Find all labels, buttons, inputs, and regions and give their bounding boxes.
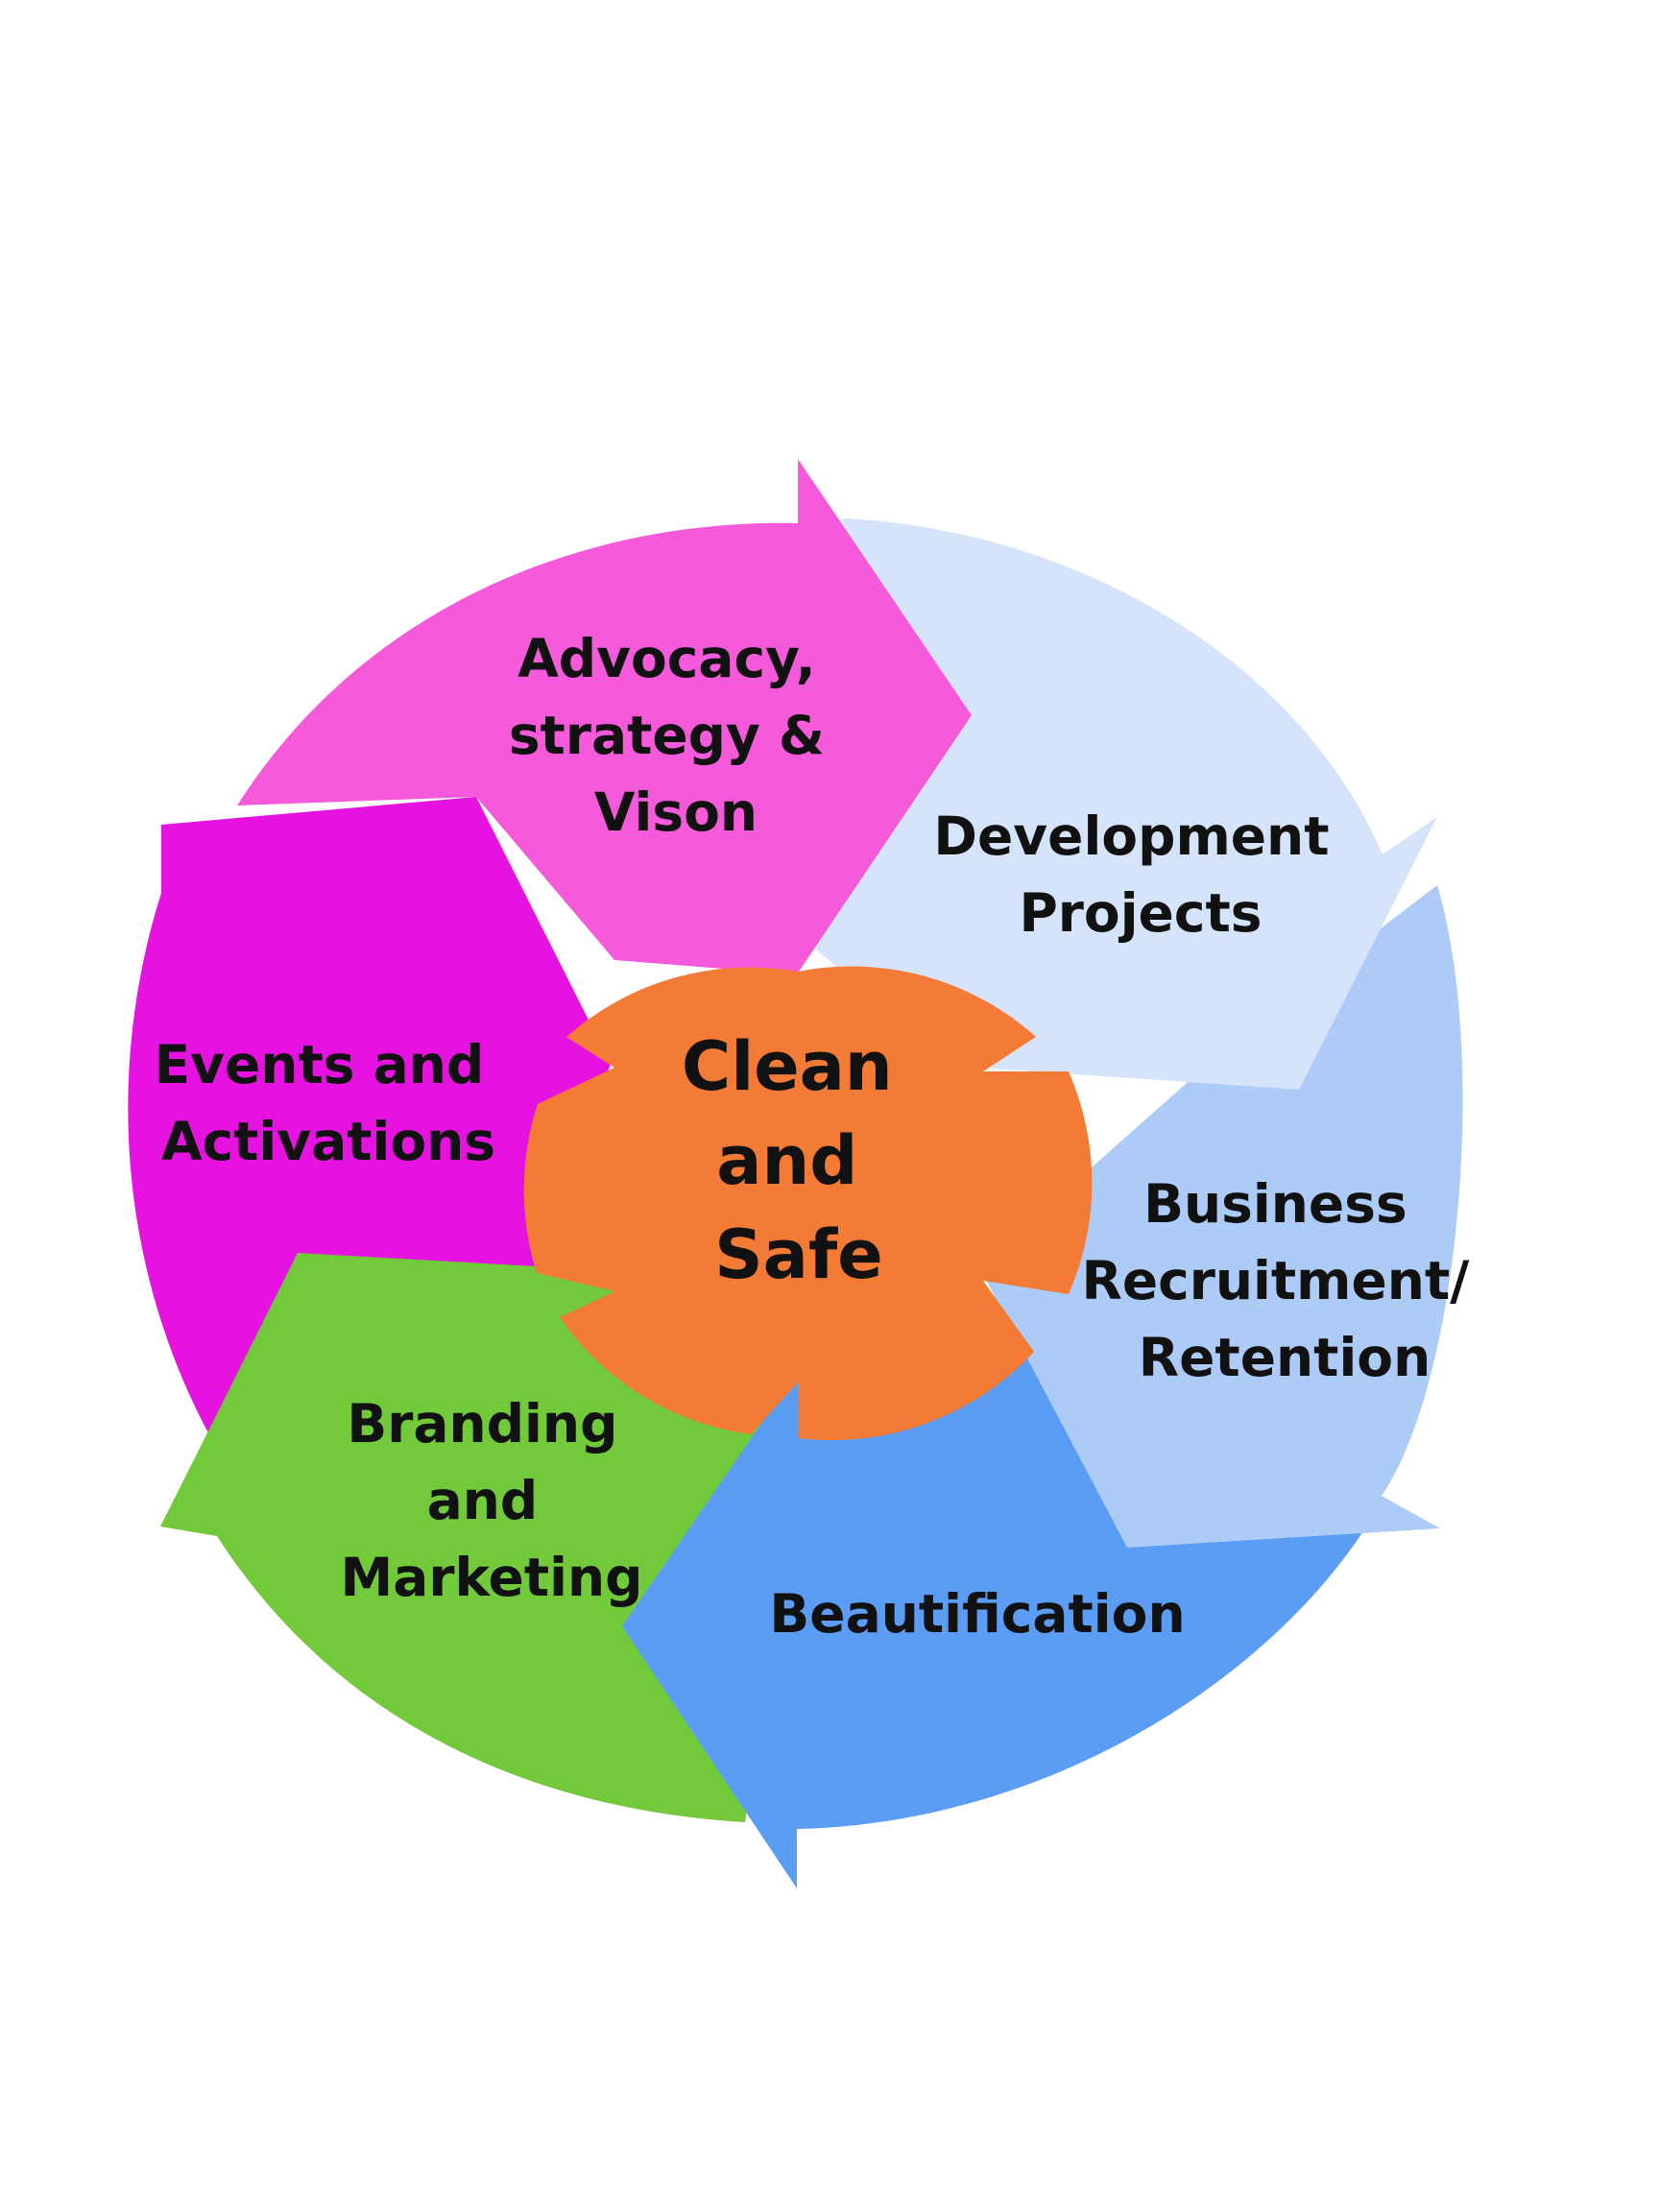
development-line-2: Projects (1019, 882, 1262, 944)
business-line-3: Retention (1139, 1327, 1431, 1388)
advocacy-arrow (237, 459, 972, 974)
center-line-3: Safe (714, 1215, 883, 1294)
development-label: Development Projects (933, 805, 1347, 944)
center-label: Clean and Safe (682, 1027, 916, 1294)
events-line-1: Events and (155, 1034, 485, 1095)
center-circle (523, 966, 1093, 1441)
business-label: Business Recruitment/ Retention (1082, 1173, 1488, 1388)
events-label: Events and Activations (155, 1034, 503, 1172)
business-line-2: Recruitment/ (1082, 1250, 1471, 1311)
development-line-1: Development (933, 805, 1329, 867)
advocacy-line-1: Advocacy, (517, 628, 815, 689)
business-arrow (979, 885, 1463, 1548)
branding-line-2: and (427, 1470, 539, 1531)
beautification-line-1: Beautification (769, 1583, 1185, 1645)
business-line-1: Business (1143, 1173, 1407, 1235)
branding-label: Branding and Marketing (340, 1393, 642, 1608)
center-line-1: Clean (682, 1027, 893, 1106)
branding-line-1: Branding (347, 1393, 617, 1455)
center-line-2: and (716, 1121, 857, 1200)
advocacy-line-2: strategy & (509, 705, 825, 766)
development-arrow (806, 518, 1437, 1090)
branding-line-3: Marketing (340, 1547, 642, 1608)
beautification-label: Beautification (769, 1583, 1185, 1645)
center-hub: Clean and Safe (523, 966, 1093, 1441)
events-line-2: Activations (161, 1111, 495, 1172)
advocacy-label: Advocacy, strategy & Vison (509, 628, 843, 843)
advocacy-line-3: Vison (594, 781, 757, 843)
